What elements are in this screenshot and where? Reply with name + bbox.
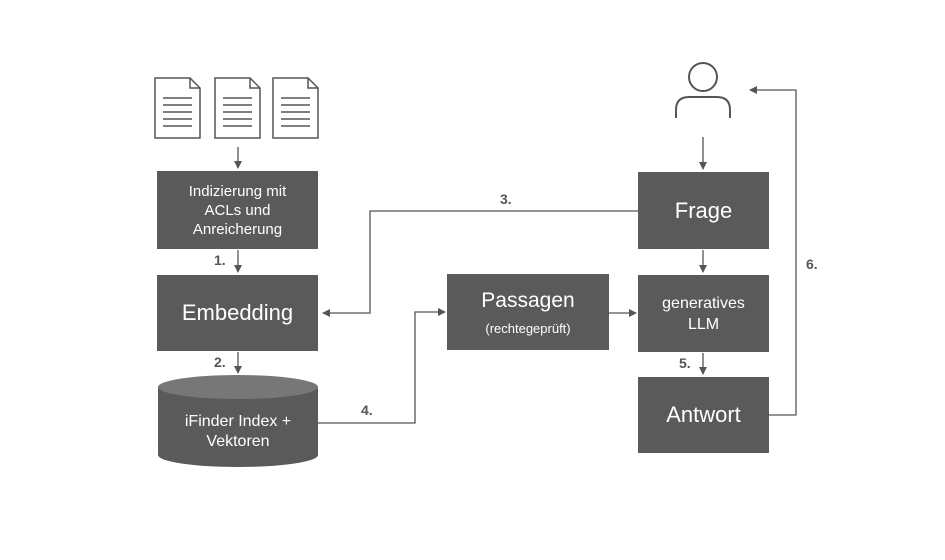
arrow-frage-to-embedding bbox=[322, 210, 638, 317]
embedding-label: Embedding bbox=[181, 300, 294, 325]
frage-label: Frage bbox=[674, 197, 733, 223]
step-6-label: 6. bbox=[806, 256, 818, 272]
step-2-label: 2. bbox=[214, 354, 226, 370]
step-3-label: 3. bbox=[500, 191, 512, 207]
llm-box: generatives LLM bbox=[638, 275, 769, 352]
indexing-label: Indizierung mit ACLs und Anreicherung bbox=[188, 182, 287, 238]
document-icon bbox=[272, 77, 319, 139]
step-1-label: 1. bbox=[214, 252, 226, 268]
document-icon bbox=[214, 77, 261, 139]
document-icon bbox=[154, 77, 201, 139]
step-4-label: 4. bbox=[361, 402, 373, 418]
arrow-index-to-passagen bbox=[318, 308, 446, 424]
indexing-box: Indizierung mit ACLs und Anreicherung bbox=[157, 171, 318, 249]
user-icon bbox=[675, 62, 731, 118]
frage-box: Frage bbox=[638, 172, 769, 249]
passagen-box: Passagen (rechtegeprüft) bbox=[447, 274, 609, 350]
passagen-label: Passagen bbox=[481, 288, 575, 312]
index-label: iFinder Index + Vektoren bbox=[184, 413, 292, 450]
antwort-label: Antwort bbox=[666, 402, 741, 427]
antwort-box: Antwort bbox=[638, 377, 769, 453]
passagen-sublabel: (rechtegeprüft) bbox=[485, 320, 571, 336]
arrow-antwort-to-user bbox=[749, 86, 797, 416]
database-cylinder bbox=[158, 375, 318, 467]
llm-label: generatives LLM bbox=[662, 294, 745, 333]
embedding-box: Embedding bbox=[157, 275, 318, 351]
step-5-label: 5. bbox=[679, 355, 691, 371]
